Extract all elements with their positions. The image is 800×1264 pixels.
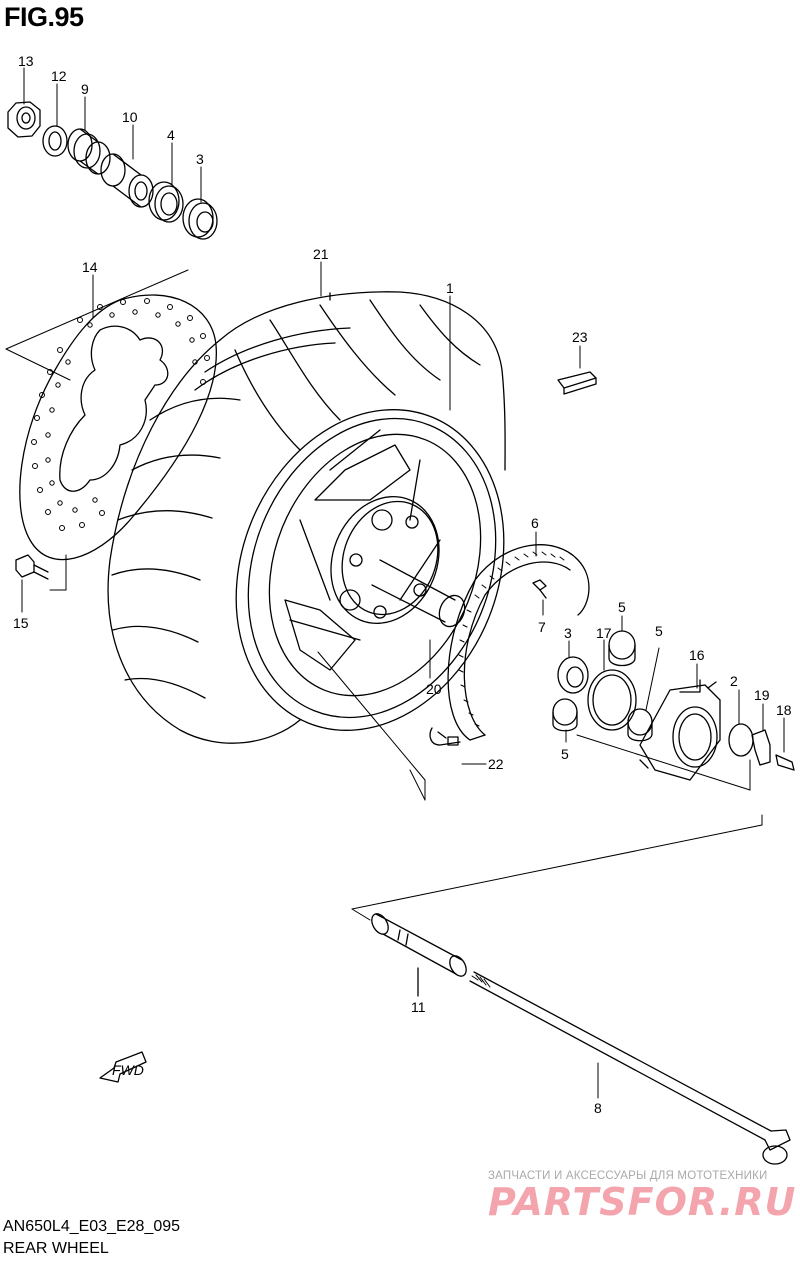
washer-12[interactable] [42, 125, 68, 157]
lock-plate-18[interactable] [751, 703, 771, 766]
bolt-15[interactable] [15, 554, 49, 580]
callout-7[interactable]: 7 [538, 619, 546, 635]
callout-11[interactable]: 11 [411, 999, 426, 1015]
washer-19[interactable] [728, 689, 754, 757]
bearing-3b[interactable] [557, 640, 589, 694]
fwd-label: FWD [112, 1062, 144, 1078]
collar-9[interactable] [67, 128, 111, 175]
valve-22[interactable] [429, 727, 487, 765]
callout-3b[interactable]: 3 [564, 625, 572, 641]
callout-4[interactable]: 4 [167, 127, 175, 143]
damper-5a[interactable] [608, 615, 636, 667]
callout-5b[interactable]: 5 [561, 746, 569, 762]
figure-title: FIG.95 [4, 2, 84, 32]
callout-13[interactable]: 13 [18, 53, 34, 69]
callout-21[interactable]: 21 [313, 246, 329, 262]
damper-5b[interactable] [552, 698, 578, 743]
callout-19[interactable]: 2 [730, 673, 738, 689]
o-ring-17[interactable] [587, 639, 637, 731]
diagram-name: REAR WHEEL [3, 1240, 109, 1257]
brake-disc-14[interactable] [19, 294, 217, 561]
callout-20[interactable]: 18 [776, 702, 792, 718]
spacer-11[interactable] [368, 911, 469, 997]
callout-22[interactable]: 22 [488, 756, 504, 772]
axle-stub [371, 559, 466, 628]
sprocket-mount-16[interactable] [639, 663, 721, 781]
callout-1[interactable]: 1 [446, 280, 454, 296]
callout-16[interactable]: 16 [689, 647, 705, 663]
diagram-code: AN650L4_E03_E28_095 [3, 1218, 181, 1235]
callout-8[interactable]: 8 [594, 1100, 602, 1116]
callout-15[interactable]: 15 [13, 615, 29, 631]
watermark-logo: PARTSFOR.RU [488, 1180, 797, 1224]
callout-12[interactable]: 12 [51, 68, 67, 84]
callout-9[interactable]: 9 [81, 81, 89, 97]
balance-weight-23[interactable] [557, 345, 597, 395]
callout-14[interactable]: 14 [82, 259, 98, 275]
nut-13[interactable] [7, 101, 41, 138]
bolt-20[interactable] [775, 717, 795, 771]
bearing-3[interactable] [182, 198, 218, 240]
watermark-tagline: ЗАПЧАСТИ И АКСЕССУАРЫ ДЛЯ МОТОТЕХНИКИ [488, 1170, 768, 1182]
bearing-4[interactable] [148, 181, 184, 223]
callout-23[interactable]: 23 [572, 329, 588, 345]
fwd-arrow-icon: FWD [99, 1051, 147, 1083]
callout-5c[interactable]: 5 [655, 623, 663, 639]
callout-2[interactable]: 20 [426, 681, 442, 697]
callout-10[interactable]: 10 [122, 109, 138, 125]
spacer-10[interactable] [100, 153, 154, 208]
wheel-rim-1[interactable] [190, 369, 551, 771]
callout-3[interactable]: 3 [196, 151, 204, 167]
bolt-7[interactable] [532, 579, 547, 616]
callout-17[interactable]: 17 [596, 625, 612, 641]
hub[interactable] [312, 480, 457, 639]
callout-6[interactable]: 6 [531, 515, 539, 531]
callout-5a[interactable]: 5 [618, 599, 626, 615]
callout-18[interactable]: 19 [754, 687, 770, 703]
sensor-ring-6[interactable] [447, 531, 590, 741]
tire-21[interactable] [107, 291, 506, 744]
axle-8[interactable] [469, 971, 791, 1165]
